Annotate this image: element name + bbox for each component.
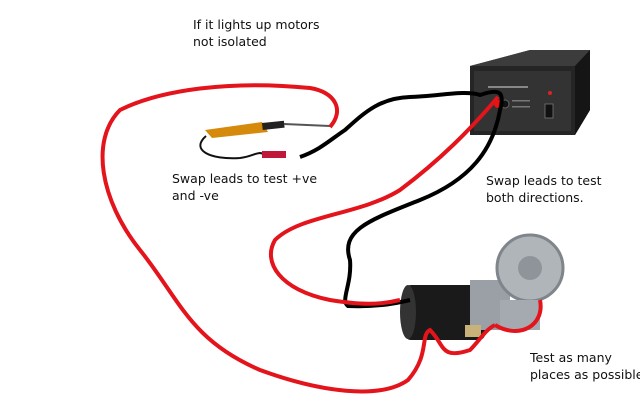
motor-note-line1: Test as many <box>530 350 612 365</box>
red-test-probe-motor <box>493 299 543 333</box>
black-test-lead <box>299 89 504 309</box>
red-test-lead-supply <box>268 95 500 306</box>
motor-note: Test as many places as possible <box>530 349 640 383</box>
supply-note: Swap leads to test both directions. <box>486 172 602 206</box>
tester-note: If it lights up motors not isolated <box>193 16 319 50</box>
probe-note-line1: Swap leads to test +ve <box>172 171 318 186</box>
gear-motor-image <box>400 233 565 340</box>
motor-note-line2: places as possible <box>530 367 640 382</box>
tester-note-line2: not isolated <box>193 34 267 49</box>
supply-note-line1: Swap leads to test <box>486 173 602 188</box>
circuit-tester-image <box>199 120 331 160</box>
probe-note-line2: and -ve <box>172 188 219 203</box>
supply-note-line2: both directions. <box>486 190 584 205</box>
probe-note: Swap leads to test +ve and -ve <box>172 170 317 204</box>
tester-note-line1: If it lights up motors <box>193 17 320 32</box>
red-test-lead-tester <box>100 83 496 394</box>
